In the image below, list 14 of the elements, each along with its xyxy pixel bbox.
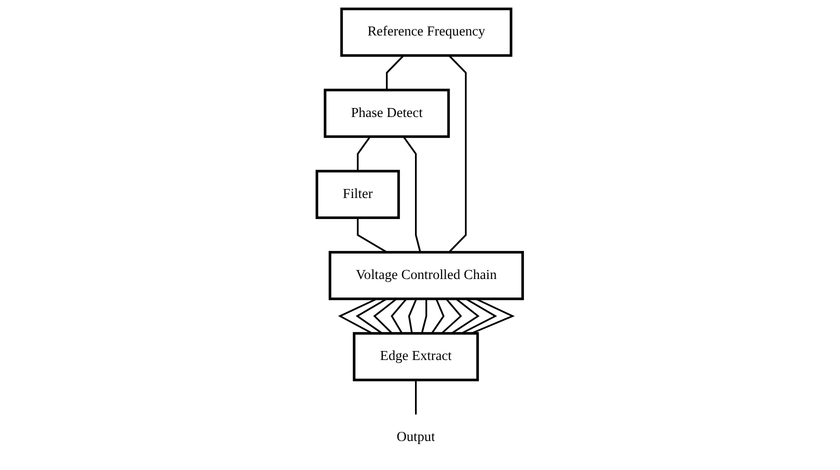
node-box: Voltage Controlled Chain	[328, 250, 524, 300]
node-box: Filter	[316, 170, 400, 220]
connector	[386, 54, 404, 90]
node-box: Phase Detect	[324, 88, 450, 138]
connector	[421, 298, 428, 334]
node-text: Output	[396, 430, 436, 445]
connector	[357, 136, 372, 172]
node-box: Edge Extract	[353, 332, 480, 382]
connector	[403, 136, 422, 252]
connector	[357, 218, 388, 253]
connector	[408, 298, 418, 334]
connector	[415, 380, 417, 414]
node-box: Reference Frequency	[340, 8, 513, 57]
connector	[448, 54, 467, 253]
